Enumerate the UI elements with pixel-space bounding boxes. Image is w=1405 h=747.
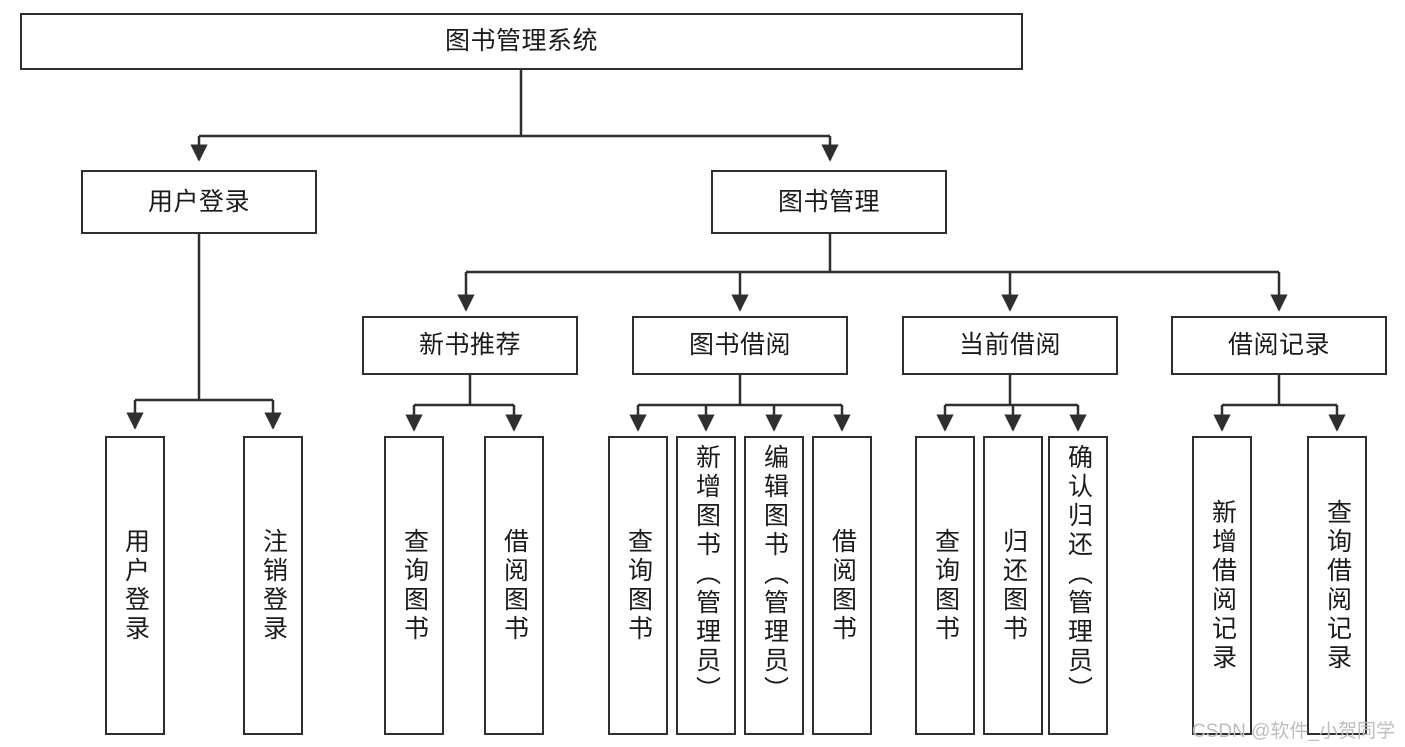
- node-leaf-query-book-new-label: 查询图书: [400, 527, 429, 644]
- watermark: CSDN @软件_小贺同学: [1192, 721, 1395, 742]
- node-leaf-user-login[interactable]: 用户登录: [105, 436, 165, 735]
- node-leaf-query-book-borrow[interactable]: 查询图书: [608, 436, 668, 735]
- node-leaf-borrow-book-new[interactable]: 借阅图书: [484, 436, 544, 735]
- node-leaf-edit-book-admin[interactable]: 编辑图书（管理员）: [744, 436, 804, 735]
- node-leaf-query-borrow-record[interactable]: 查询借阅记录: [1307, 436, 1367, 735]
- node-root[interactable]: 图书管理系统: [20, 13, 1023, 70]
- node-current-borrow-label: 当前借阅: [958, 331, 1061, 359]
- node-user-login-label: 用户登录: [147, 187, 250, 216]
- node-leaf-add-borrow-record-label: 新增借阅记录: [1208, 498, 1237, 673]
- node-new-book-recommend-label: 新书推荐: [418, 331, 521, 359]
- node-leaf-borrow-book-new-label: 借阅图书: [500, 527, 529, 644]
- node-leaf-confirm-return-admin-label: 确认归还（管理员）: [1064, 444, 1093, 705]
- node-new-book-recommend[interactable]: 新书推荐: [362, 316, 578, 375]
- node-book-management-label: 图书管理: [777, 187, 880, 216]
- node-leaf-logout[interactable]: 注销登录: [243, 436, 303, 735]
- node-leaf-user-login-label: 用户登录: [121, 527, 150, 644]
- node-leaf-query-book-new[interactable]: 查询图书: [384, 436, 444, 735]
- node-leaf-logout-label: 注销登录: [259, 527, 288, 644]
- node-user-login[interactable]: 用户登录: [81, 170, 317, 234]
- node-book-management[interactable]: 图书管理: [711, 170, 947, 234]
- node-borrow-records-label: 借阅记录: [1227, 331, 1330, 359]
- node-leaf-return-book-label: 归还图书: [999, 527, 1028, 644]
- node-book-borrow-label: 图书借阅: [688, 331, 791, 359]
- node-leaf-query-book-borrow-label: 查询图书: [624, 527, 653, 644]
- node-borrow-records[interactable]: 借阅记录: [1171, 316, 1387, 375]
- node-leaf-return-book[interactable]: 归还图书: [983, 436, 1043, 735]
- node-leaf-query-book-current[interactable]: 查询图书: [915, 436, 975, 735]
- node-leaf-edit-book-admin-label: 编辑图书（管理员）: [760, 444, 789, 705]
- node-leaf-query-borrow-record-label: 查询借阅记录: [1323, 498, 1352, 673]
- node-leaf-add-book-admin[interactable]: 新增图书（管理员）: [676, 436, 736, 735]
- node-current-borrow[interactable]: 当前借阅: [902, 316, 1118, 375]
- node-leaf-confirm-return-admin[interactable]: 确认归还（管理员）: [1048, 436, 1108, 735]
- node-leaf-add-book-admin-label: 新增图书（管理员）: [692, 444, 721, 705]
- node-book-borrow[interactable]: 图书借阅: [632, 316, 848, 375]
- node-root-label: 图书管理系统: [444, 27, 598, 55]
- node-leaf-lend-book-label: 借阅图书: [828, 527, 857, 644]
- node-leaf-lend-book[interactable]: 借阅图书: [812, 436, 872, 735]
- node-leaf-add-borrow-record[interactable]: 新增借阅记录: [1192, 436, 1252, 735]
- node-leaf-query-book-current-label: 查询图书: [931, 527, 960, 644]
